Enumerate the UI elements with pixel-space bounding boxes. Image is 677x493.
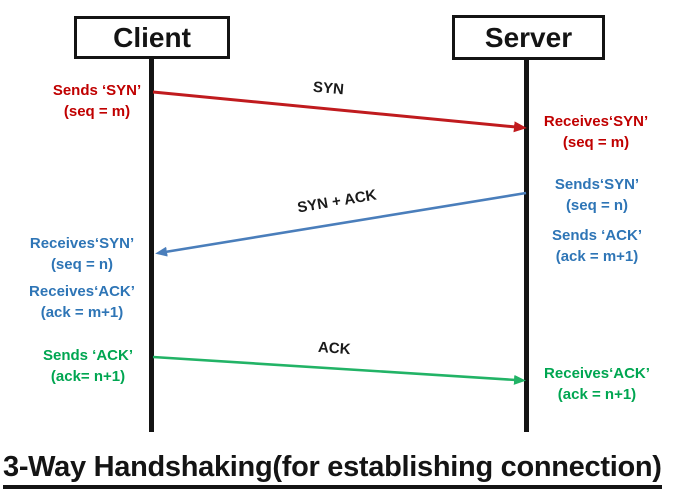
note-client-receives-syn: Receives‘SYN’ (seq = n) xyxy=(12,233,152,275)
note-line: (ack = m+1) xyxy=(555,248,639,265)
note-line: Sends ‘ACK’ xyxy=(42,347,133,364)
note-line: Sends ‘SYN’ xyxy=(52,82,142,99)
note-line: Receives‘ACK’ xyxy=(544,365,650,382)
note-line: Receives‘ACK’ xyxy=(29,283,135,300)
note-client-sends-syn: Sends ‘SYN’ (seq = m) xyxy=(27,80,167,122)
note-server-sends-syn: Sends‘SYN’ (seq = n) xyxy=(527,174,667,216)
server-label: Server xyxy=(484,21,573,53)
note-line: (ack= n+1) xyxy=(50,368,126,385)
note-client-receives-ack: Receives‘ACK’ (ack = m+1) xyxy=(12,281,152,323)
note-line: Receives‘SYN’ xyxy=(543,113,649,130)
note-line: (seq = n) xyxy=(565,197,629,214)
client-actor-box: Client xyxy=(74,16,230,59)
note-line: (ack = m+1) xyxy=(40,304,124,321)
synack-arrow-label: SYN + ACK xyxy=(296,186,378,217)
note-line: Receives‘SYN’ xyxy=(29,235,135,252)
note-line: (seq = m) xyxy=(562,134,630,151)
server-actor-box: Server xyxy=(452,15,605,60)
note-line: (seq = n) xyxy=(50,256,114,273)
server-lifeline xyxy=(524,58,529,432)
note-line: Sends‘SYN’ xyxy=(554,176,640,193)
ack-arrow-label: ACK xyxy=(317,338,352,359)
note-client-sends-ack: Sends ‘ACK’ (ack= n+1) xyxy=(18,345,158,387)
syn-arrow-label: SYN xyxy=(312,78,345,99)
diagram-title: 3-Way Handshaking(for establishing conne… xyxy=(3,451,662,489)
note-line: (seq = m) xyxy=(63,103,131,120)
client-label: Client xyxy=(113,21,191,53)
note-server-sends-ack: Sends ‘ACK’ (ack = m+1) xyxy=(527,225,667,267)
note-server-receives-ack: Receives‘ACK’ (ack = n+1) xyxy=(527,363,667,405)
note-line: (ack = n+1) xyxy=(557,386,637,403)
client-lifeline xyxy=(149,57,154,432)
note-server-receives-syn: Receives‘SYN’ (seq = m) xyxy=(526,111,666,153)
note-line: Sends ‘ACK’ xyxy=(551,227,642,244)
ack-arrow xyxy=(152,355,526,385)
